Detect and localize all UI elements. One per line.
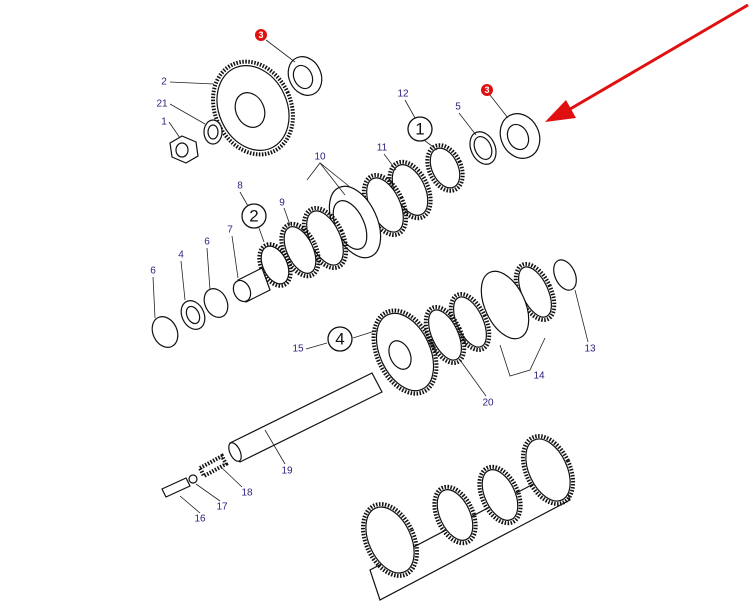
nut-1 [169, 135, 199, 164]
part-label-20[interactable]: 20 [482, 398, 494, 409]
part-label-6[interactable]: 6 [150, 266, 156, 277]
part-label-19[interactable]: 19 [281, 466, 293, 477]
bearing-3-right [499, 113, 541, 159]
assembled-shaft-view [360, 434, 576, 601]
part-badge-3-top[interactable]: 3 [255, 29, 267, 41]
ring-5 [469, 131, 497, 165]
callout-1-text: 1 [415, 120, 424, 139]
lower-gear-assembly [371, 259, 577, 396]
part-label-3: 3 [258, 30, 263, 40]
callout-2-text: 2 [249, 207, 258, 226]
part-label-9[interactable]: 9 [279, 198, 285, 209]
part-label-6[interactable]: 6 [204, 237, 210, 248]
bearing-3-top [287, 56, 323, 96]
part-label-4[interactable]: 4 [178, 250, 184, 261]
part-label-13[interactable]: 13 [584, 344, 596, 355]
upper-shaft-assembly [232, 143, 465, 303]
part-label-16[interactable]: 16 [194, 514, 206, 525]
part-label-11[interactable]: 11 [377, 143, 388, 154]
part-label-12[interactable]: 12 [397, 89, 409, 100]
spring-18 [197, 453, 229, 479]
lock-plate-6b [151, 316, 179, 348]
part-label-2[interactable]: 2 [161, 77, 167, 88]
part-label-10[interactable]: 10 [314, 152, 326, 163]
part-label-3: 3 [484, 85, 489, 95]
part-label-21[interactable]: 21 [156, 99, 168, 110]
pin-16 [161, 477, 191, 498]
gear-2 [211, 59, 295, 157]
leader-lines [152, 39, 589, 514]
washer-21 [203, 119, 223, 145]
part-label-14[interactable]: 14 [533, 371, 545, 382]
part-label-7[interactable]: 7 [227, 225, 233, 236]
ball-17 [188, 474, 198, 484]
part-label-5[interactable]: 5 [455, 102, 461, 113]
highlight-arrow [545, 3, 749, 122]
callout-2: 2 [241, 203, 267, 229]
main-shaft-19 [228, 372, 383, 463]
callout-4: 4 [327, 326, 353, 352]
washer-4 [180, 300, 206, 330]
part-label-18[interactable]: 18 [241, 488, 253, 499]
callout-4-text: 4 [335, 330, 344, 349]
part-label-17[interactable]: 17 [216, 502, 228, 513]
part-badge-3-right[interactable]: 3 [481, 84, 493, 96]
part-label-1[interactable]: 1 [161, 117, 167, 128]
part-label-8[interactable]: 8 [237, 181, 243, 192]
callout-1: 1 [407, 116, 433, 142]
part-label-15[interactable]: 15 [292, 344, 304, 355]
